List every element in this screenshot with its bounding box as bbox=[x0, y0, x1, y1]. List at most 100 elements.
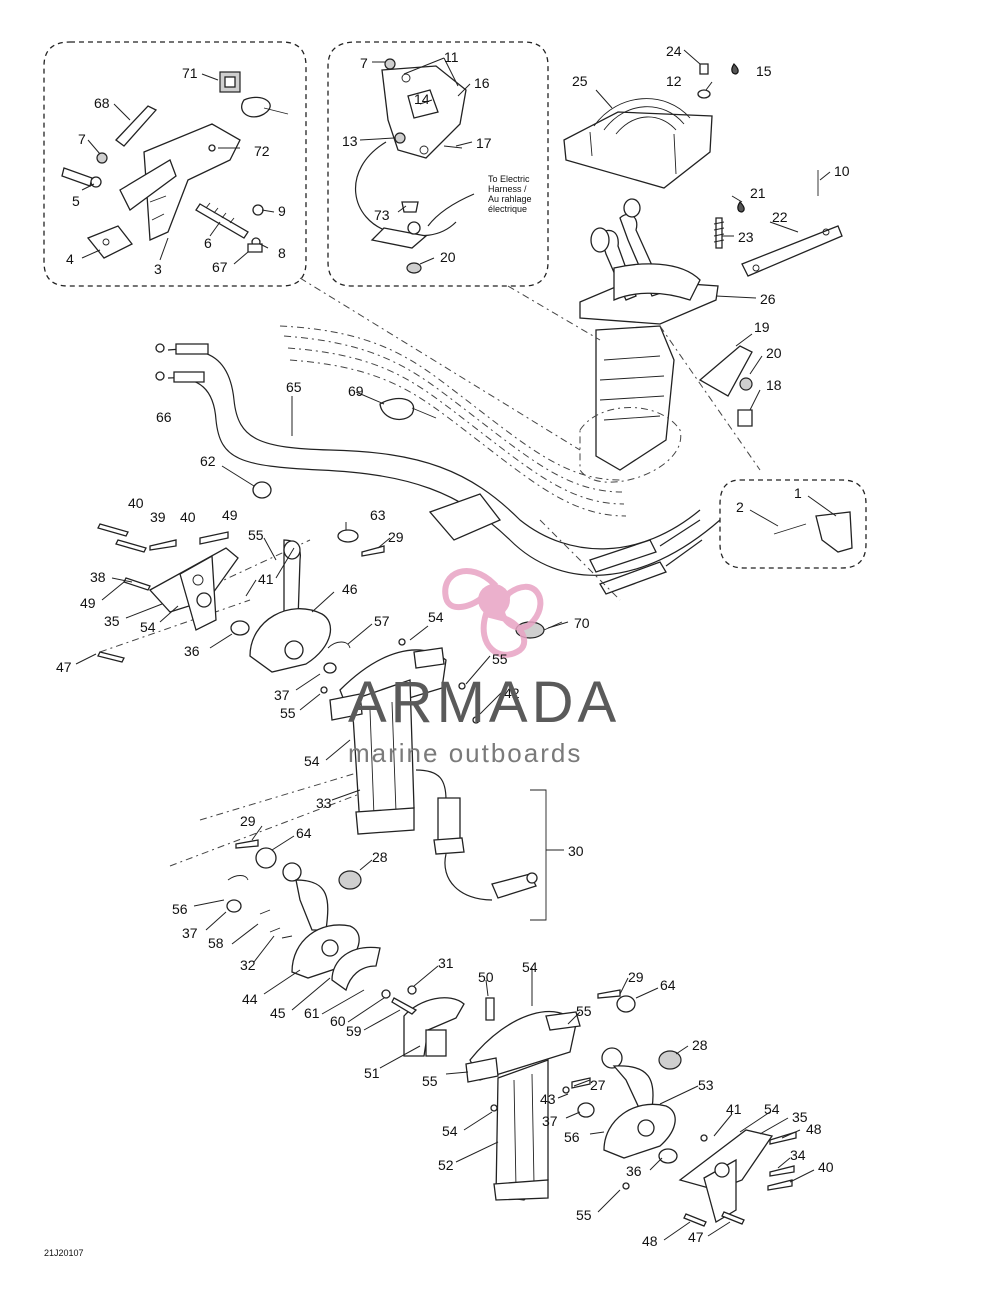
callout-15: 15 bbox=[756, 63, 772, 79]
callout-64: 64 bbox=[296, 825, 312, 841]
image-code: 21J20107 bbox=[44, 1248, 84, 1258]
callout-21: 21 bbox=[750, 185, 766, 201]
callout-5: 5 bbox=[72, 193, 80, 209]
callout-33: 33 bbox=[316, 795, 332, 811]
callout-55: 55 bbox=[576, 1207, 592, 1223]
control-housing bbox=[563, 63, 843, 483]
callout-3: 3 bbox=[154, 261, 162, 277]
callout-35: 35 bbox=[792, 1109, 808, 1125]
callout-6: 6 bbox=[204, 235, 212, 251]
callout-58: 58 bbox=[208, 935, 224, 951]
callout-44: 44 bbox=[242, 991, 258, 1007]
callout-12: 12 bbox=[666, 73, 682, 89]
callout-54: 54 bbox=[522, 959, 538, 975]
callout-51: 51 bbox=[364, 1065, 380, 1081]
callout-55: 55 bbox=[248, 527, 264, 543]
harness-note-line-1: To Electric bbox=[488, 174, 530, 184]
callout-30: 30 bbox=[568, 843, 584, 859]
callout-18: 18 bbox=[766, 377, 782, 393]
centre-housing bbox=[329, 647, 547, 921]
callout-2: 2 bbox=[736, 499, 744, 515]
callout-55: 55 bbox=[492, 651, 508, 667]
callout-36: 36 bbox=[626, 1163, 642, 1179]
callout-71: 71 bbox=[182, 65, 198, 81]
callout-42: 42 bbox=[504, 685, 520, 701]
callout-57: 57 bbox=[374, 613, 390, 629]
callout-68: 68 bbox=[94, 95, 110, 111]
callout-56: 56 bbox=[172, 901, 188, 917]
callout-22: 22 bbox=[772, 209, 788, 225]
callout-9: 9 bbox=[278, 203, 286, 219]
callout-8: 8 bbox=[278, 245, 286, 261]
lower-left-assembly bbox=[226, 839, 465, 1057]
propeller-logo bbox=[442, 568, 544, 658]
inset-bracket-group bbox=[43, 41, 307, 287]
inset-bracket-small bbox=[719, 479, 867, 569]
cables bbox=[99, 277, 761, 867]
callout-24: 24 bbox=[666, 43, 682, 59]
callout-40: 40 bbox=[818, 1159, 834, 1175]
callout-25: 25 bbox=[572, 73, 588, 89]
callout-31: 31 bbox=[438, 955, 454, 971]
callout-69: 69 bbox=[348, 383, 364, 399]
callout-66: 66 bbox=[156, 409, 172, 425]
callout-20: 20 bbox=[766, 345, 782, 361]
callout-49: 49 bbox=[222, 507, 238, 523]
leader-lines bbox=[75, 49, 837, 1241]
callout-61: 61 bbox=[304, 1005, 320, 1021]
callout-16: 16 bbox=[474, 75, 490, 91]
callout-38: 38 bbox=[90, 569, 106, 585]
callout-64: 64 bbox=[660, 977, 676, 993]
callout-63: 63 bbox=[370, 507, 386, 523]
callout-65: 65 bbox=[286, 379, 302, 395]
callout-56: 56 bbox=[564, 1129, 580, 1145]
callout-48: 48 bbox=[806, 1121, 822, 1137]
callout-14: 14 bbox=[414, 91, 430, 107]
callout-59: 59 bbox=[346, 1023, 362, 1039]
callout-47: 47 bbox=[688, 1229, 704, 1245]
callout-7: 7 bbox=[360, 55, 368, 71]
callout-43: 43 bbox=[540, 1091, 556, 1107]
callout-40: 40 bbox=[180, 509, 196, 525]
callout-36: 36 bbox=[184, 643, 200, 659]
callout-34: 34 bbox=[790, 1147, 806, 1163]
callout-40: 40 bbox=[128, 495, 144, 511]
callout-60: 60 bbox=[330, 1013, 346, 1029]
callout-55: 55 bbox=[280, 705, 296, 721]
callout-29: 29 bbox=[388, 529, 404, 545]
callout-55: 55 bbox=[576, 1003, 592, 1019]
callout-46: 46 bbox=[342, 581, 358, 597]
callout-62: 62 bbox=[200, 453, 216, 469]
callout-41: 41 bbox=[258, 571, 274, 587]
callout-27: 27 bbox=[590, 1077, 606, 1093]
callout-54: 54 bbox=[140, 619, 156, 635]
harness-note-line-4: électrique bbox=[488, 204, 527, 214]
callout-28: 28 bbox=[692, 1037, 708, 1053]
callout-32: 32 bbox=[240, 957, 256, 973]
callout-52: 52 bbox=[438, 1157, 454, 1173]
callout-11: 11 bbox=[444, 49, 459, 65]
callout-54: 54 bbox=[442, 1123, 458, 1139]
upper-left-assembly bbox=[97, 481, 563, 724]
callout-67: 67 bbox=[212, 259, 228, 275]
callout-17: 17 bbox=[476, 135, 492, 151]
callout-28: 28 bbox=[372, 849, 388, 865]
lower-right-assembly bbox=[571, 989, 797, 1227]
callout-45: 45 bbox=[270, 1005, 286, 1021]
callout-49: 49 bbox=[80, 595, 96, 611]
callout-37: 37 bbox=[542, 1113, 558, 1129]
inset-switch-group bbox=[327, 41, 549, 287]
callout-54: 54 bbox=[304, 753, 320, 769]
callout-47: 47 bbox=[56, 659, 72, 675]
callout-54: 54 bbox=[428, 609, 444, 625]
callout-73: 73 bbox=[374, 207, 390, 223]
callout-19: 19 bbox=[754, 319, 770, 335]
callout-37: 37 bbox=[274, 687, 290, 703]
callout-54: 54 bbox=[764, 1101, 780, 1117]
callout-41: 41 bbox=[726, 1101, 742, 1117]
callout-20: 20 bbox=[440, 249, 456, 265]
lower-centre-housing bbox=[465, 997, 581, 1201]
callout-50: 50 bbox=[478, 969, 494, 985]
